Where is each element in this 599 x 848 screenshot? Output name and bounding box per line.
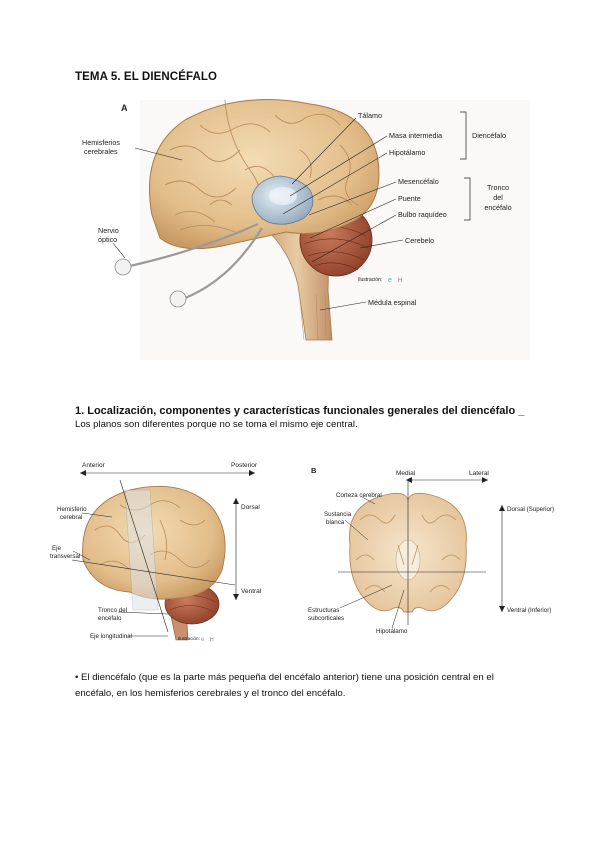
label-longitudinal-axis: Eje longitudinal xyxy=(90,633,132,640)
figure-a-letter: A xyxy=(121,103,128,113)
label-medial: Medial xyxy=(396,470,416,477)
label-massa-intermedia: Masa intermedia xyxy=(389,131,442,140)
document-title: TEMA 5. EL DIENCÉFALO xyxy=(75,71,218,83)
label-cortex: Corteza cerebral xyxy=(336,492,382,499)
label-hypothalamus-a: Hipotálamo xyxy=(389,148,425,157)
label-spinal-cord: Médula espinal xyxy=(368,298,417,307)
section-1-title: 1. Localización, componentes y caracterí… xyxy=(75,405,525,417)
bullet-paragraph: • El diencéfalo (que es la parte más peq… xyxy=(75,672,494,699)
label-lateral: Lateral xyxy=(469,470,489,477)
label-cerebellum: Cerebelo xyxy=(405,236,434,245)
figure-b-left-illustration: Anterior Posterior Dorsal Ventral xyxy=(50,462,262,643)
label-pons: Puente xyxy=(398,194,421,203)
figure-a-credit: Ilustración: xyxy=(358,277,382,283)
figure-a-credit-logo-h: H xyxy=(398,278,402,284)
label-hypothalamus-b: Hipotálamo xyxy=(376,628,408,635)
label-dorsal-superior: Dorsal (Superior) xyxy=(507,506,554,513)
figure-a-brain-illustration: A xyxy=(82,99,530,360)
label-diencephalon: Diencéfalo xyxy=(472,131,506,140)
svg-text:H: H xyxy=(210,637,214,643)
figure-a-credit-logo: e xyxy=(388,277,392,284)
section-1-subtitle: Los planos son diferentes porque no se t… xyxy=(75,419,358,430)
label-ventral-inferior: Ventral (Inferior) xyxy=(507,607,551,614)
label-midbrain: Mesencéfalo xyxy=(398,177,439,186)
label-posterior: Posterior xyxy=(231,462,258,469)
label-medulla: Bulbo raquídeo xyxy=(398,210,447,219)
label-thalamus: Tálamo xyxy=(358,111,382,120)
figure-b-credit-logo: e xyxy=(201,637,205,643)
label-anterior: Anterior xyxy=(82,462,106,469)
label-dorsal: Dorsal xyxy=(241,504,260,511)
label-ventral: Ventral xyxy=(241,588,262,595)
figure-b-credit: Ilustración: xyxy=(178,636,200,641)
figure-b-letter: B xyxy=(311,466,317,475)
figure-b-right-illustration: B Medial Lateral Dorsal (Superior) Ventr… xyxy=(308,466,554,635)
